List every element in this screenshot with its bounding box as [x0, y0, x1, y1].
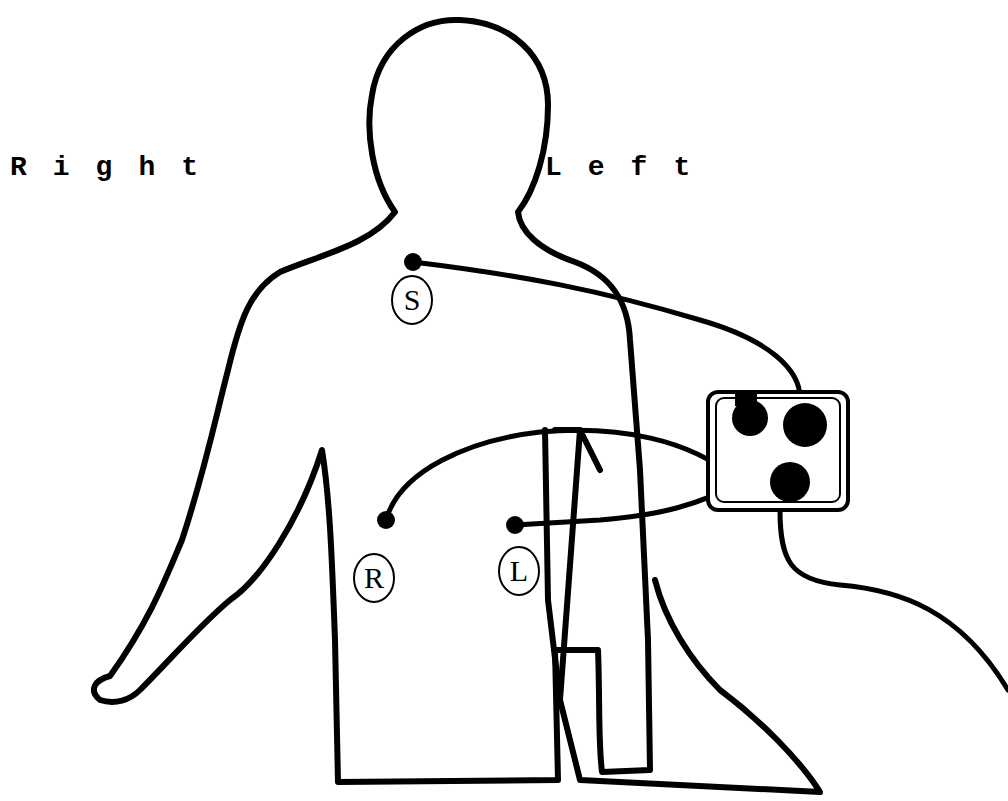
electrode-label: S [390, 274, 434, 326]
electrode-letter: R [364, 563, 384, 593]
connector-cable [780, 510, 1008, 690]
label-ellipse [392, 276, 432, 324]
arm-edge [555, 430, 600, 700]
electrode-label: L [497, 545, 541, 597]
side-label: Left [545, 154, 716, 182]
side-label: Right [10, 154, 224, 182]
connector-block [708, 392, 848, 510]
electrode-dot [404, 253, 422, 271]
electrode-wire [413, 262, 800, 398]
label-ellipse [354, 554, 394, 602]
electrode-letter: L [510, 556, 528, 586]
electrode-dot [506, 516, 524, 534]
label-ellipse [499, 547, 539, 595]
electrode-dot [377, 511, 395, 529]
electrode-label: R [352, 552, 396, 604]
left-arm [545, 430, 820, 792]
electrode-letter: S [404, 285, 421, 315]
body-outline [94, 20, 650, 782]
